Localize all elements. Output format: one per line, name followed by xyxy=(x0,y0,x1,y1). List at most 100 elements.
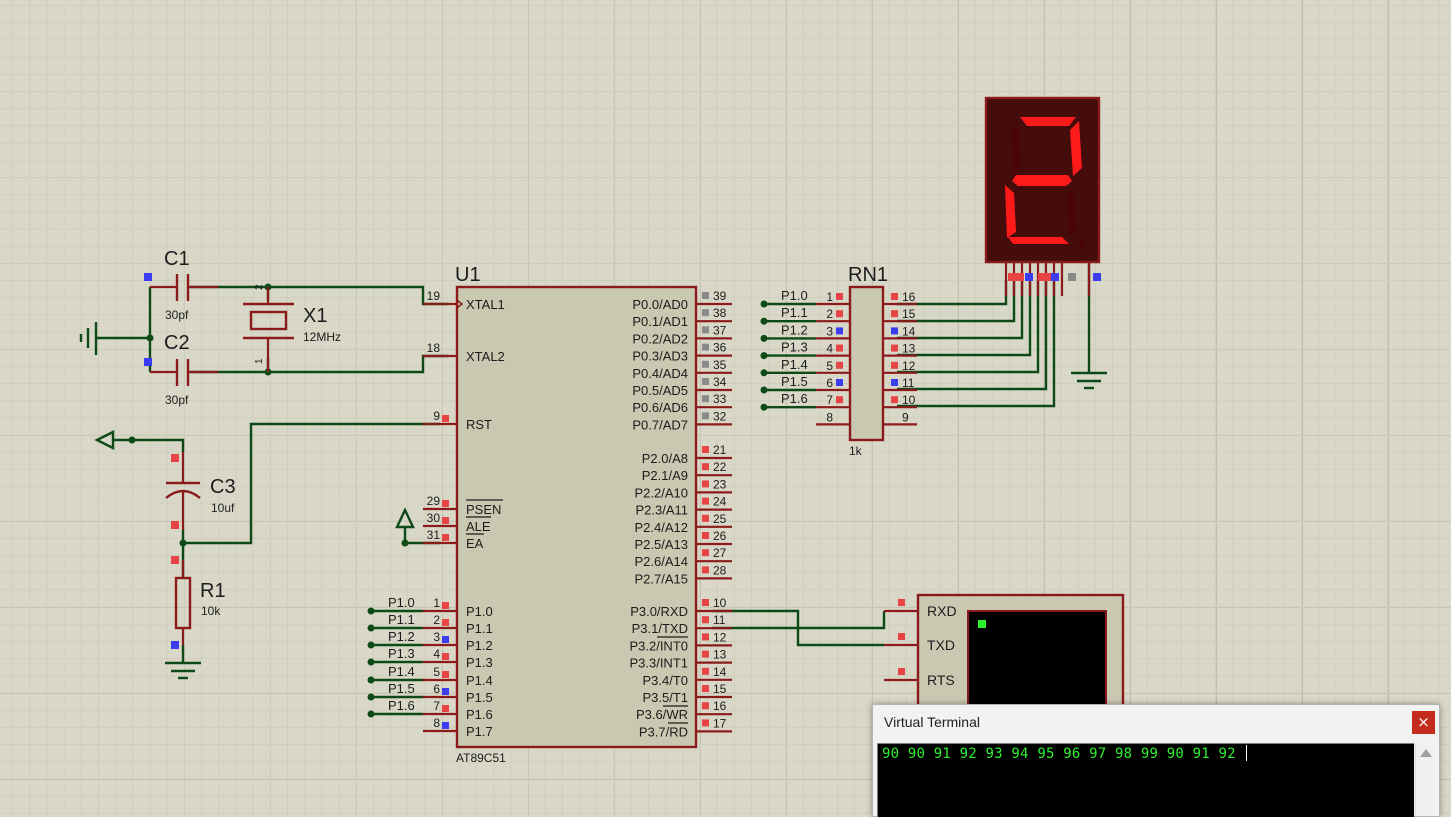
rn1-pin-number: 6 xyxy=(826,376,833,390)
u1-pin-name: P1.0 xyxy=(466,604,493,619)
u1-pin-number: 28 xyxy=(713,563,727,577)
rn1-pin-left[interactable]: 8 xyxy=(816,410,850,426)
u1-pin-8[interactable]: 8P1.7 xyxy=(423,716,493,739)
rn1-pin-right[interactable]: 12 xyxy=(883,359,917,374)
rn1-pin-right[interactable]: 16 xyxy=(883,290,917,306)
rn1-pin-right[interactable]: 13 xyxy=(883,342,917,357)
virtual-terminal-window[interactable]: Virtual Terminal × 90 90 91 92 93 94 95 … xyxy=(872,704,1440,817)
rn1-pin-number: 4 xyxy=(826,342,833,356)
seven-segment-display[interactable] xyxy=(984,96,1101,296)
rn1-pin-left[interactable]: 7 xyxy=(816,393,850,409)
resistor-r1[interactable]: R1 10k xyxy=(171,556,226,649)
close-button[interactable]: × xyxy=(1412,711,1435,734)
microcontroller-u1[interactable]: U1 AT89C51 19XTAL118XTAL29RST29PSEN30ALE… xyxy=(367,264,733,765)
u1-pin-name: P3.3/INT1 xyxy=(629,656,688,671)
vterm-pin-rts[interactable]: RTS xyxy=(884,668,955,688)
net-label: P1.5 xyxy=(781,374,808,389)
u1-pin-7[interactable]: 7P1.6 xyxy=(423,699,493,722)
u1-pin-name: P1.1 xyxy=(466,621,493,636)
rn1-pin-left[interactable]: 5 xyxy=(816,359,850,374)
u1-pin-3[interactable]: 3P1.2 xyxy=(423,630,493,653)
rn1-pin-left[interactable]: 1 xyxy=(816,290,850,306)
u1-pin-name: P3.1/TXD xyxy=(632,621,688,636)
crystal-x1[interactable]: 2 1 X1 12MHz xyxy=(243,284,341,372)
u1-pin-number: 19 xyxy=(427,289,441,303)
u1-pin-number: 5 xyxy=(433,665,440,679)
capacitor-c3[interactable]: C3 10uf xyxy=(165,452,236,530)
vertical-scrollbar[interactable] xyxy=(1415,743,1435,816)
u1-pin-name: P0.7/AD7 xyxy=(632,417,688,432)
rn1-pin-left[interactable]: 6 xyxy=(816,376,850,392)
u1-pin-2[interactable]: 2P1.1 xyxy=(423,613,493,636)
rn1-pin-right[interactable]: 15 xyxy=(883,307,917,323)
rn1-pin-number: 15 xyxy=(902,307,916,321)
vterm-pin-txd[interactable]: TXD xyxy=(884,633,955,653)
rn1-pin-number: 12 xyxy=(902,359,916,373)
rn1-pin-left[interactable]: 3 xyxy=(816,324,850,340)
terminal-output-area[interactable]: 90 90 91 92 93 94 95 96 97 98 99 90 91 9… xyxy=(877,743,1414,817)
u1-pin-number: 12 xyxy=(713,630,727,644)
scroll-up-arrow-icon[interactable] xyxy=(1420,749,1432,757)
u1-pin-1[interactable]: 1P1.0 xyxy=(423,596,493,619)
net-label: P1.4 xyxy=(388,664,415,679)
vterm-pin-rxd[interactable]: RXD xyxy=(884,599,957,619)
u1-pin-number: 37 xyxy=(713,323,727,337)
rn1-pin-left[interactable]: 2 xyxy=(816,307,850,323)
u1-pin-name: PSEN xyxy=(466,502,501,517)
u1-pin-6[interactable]: 6P1.5 xyxy=(423,682,493,705)
net-label: P1.0 xyxy=(781,288,808,303)
rn1-pin-right[interactable]: 9 xyxy=(883,410,917,426)
u1-pin-5[interactable]: 5P1.4 xyxy=(423,665,493,688)
virtual-terminal-part[interactable]: RXD TXD RTS xyxy=(884,593,1125,722)
u1-pin-number: 15 xyxy=(713,682,727,696)
u1-pin-name: P2.6/A14 xyxy=(635,554,689,569)
u1-pin-name: P0.4/AD4 xyxy=(632,366,688,381)
u1-pin-name: P0.3/AD3 xyxy=(632,349,688,364)
rn1-pin-right[interactable]: 10 xyxy=(883,393,917,409)
vterm-pin-name: RXD xyxy=(927,603,957,619)
rn1-pin-right[interactable]: 11 xyxy=(883,376,917,392)
rn1-pin-right[interactable]: 14 xyxy=(883,324,917,340)
segment-c xyxy=(1066,186,1077,236)
u1-ref: U1 xyxy=(455,264,481,286)
u1-pin-name: P0.1/AD1 xyxy=(632,314,688,329)
capacitor-c1[interactable]: C1 30pf xyxy=(144,248,218,322)
rn1-pin-left[interactable]: 4 xyxy=(816,342,850,357)
u1-pin-4[interactable]: 4P1.3 xyxy=(423,647,493,670)
u1-pin-name: P0.6/AD6 xyxy=(632,400,688,415)
capacitor-c2[interactable]: C2 30pf xyxy=(144,332,218,407)
